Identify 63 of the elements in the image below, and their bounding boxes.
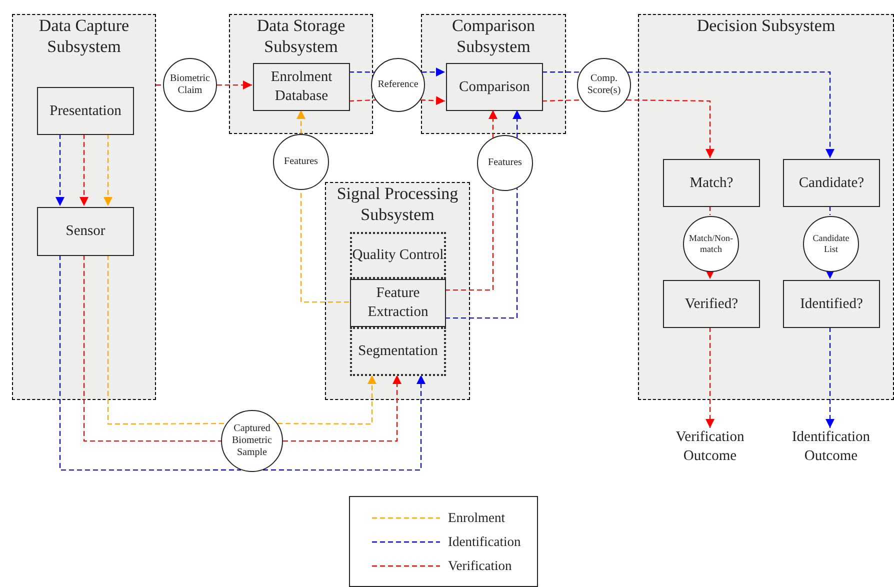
subsystem-panel [638,14,894,400]
box-label: Quality Control [352,246,444,265]
circle-label: Features [284,156,318,168]
arrow [296,110,306,134]
arrow [278,375,376,425]
subsystem-title: Data Storage Subsystem [256,15,346,57]
process-box [446,63,543,111]
arrow [706,270,714,279]
arrow [628,71,834,158]
outcome-label: Verification Outcome [655,428,765,466]
box-label: Identified? [800,294,863,314]
stage-box [350,232,446,279]
circle-label: Features [488,157,522,169]
process-box [663,159,760,207]
outcome-label: Identification Outcome [772,428,890,466]
arrow [706,327,714,428]
arrow [422,68,445,77]
process-box [663,280,760,328]
circle-label: Reference [378,79,418,91]
arrow [512,110,522,138]
arrow [826,327,834,428]
arrow [420,96,446,106]
circle-label: Comp. Score(s) [586,73,622,97]
box-label: Presentation [50,102,122,120]
box-label: Verified? [684,294,738,314]
box-label: Match? [690,174,734,192]
legend-label: Identification [448,532,521,550]
arrow [263,375,426,471]
arrow [217,80,252,90]
arrow [826,270,834,279]
arrow [283,375,402,442]
circle-label: Match/Non-match [688,233,734,255]
box-label: Candidate? [798,174,864,192]
subsystem-panel [12,14,156,400]
box-label: Segmentation [358,342,438,361]
process-box [37,207,134,256]
process-box [350,279,446,327]
arrow [626,99,714,158]
arrow [80,134,88,206]
box-label: Comparison [459,78,530,96]
circle-label: Captured Biometric Sample [231,423,273,459]
circle-label: Biometric Claim [169,73,211,97]
process-box [253,63,350,111]
subsystem-panel [325,182,470,400]
process-box [783,159,880,207]
process-box [783,280,880,328]
circle-label: Candidate List [812,233,850,255]
stage-box [350,327,446,376]
subsystem-title: Comparison Subsystem [450,15,536,57]
legend-label: Verification [448,556,512,574]
arrow [104,134,112,206]
subsystem-panel [421,14,566,134]
arrow [488,110,498,138]
legend-label: Enrolment [448,508,505,526]
box-label: Sensor [66,222,106,241]
subsystem-title: Decision Subsystem [696,15,836,36]
process-box [37,87,134,135]
subsystem-title: Data Capture Subsystem [38,15,130,57]
box-label: Enrolment Database [270,68,334,106]
subsystem-panel [229,14,373,134]
subsystem-title: Signal Processing Subsystem [336,183,460,225]
box-label: Feature Extraction [366,284,430,322]
arrow [56,134,64,206]
